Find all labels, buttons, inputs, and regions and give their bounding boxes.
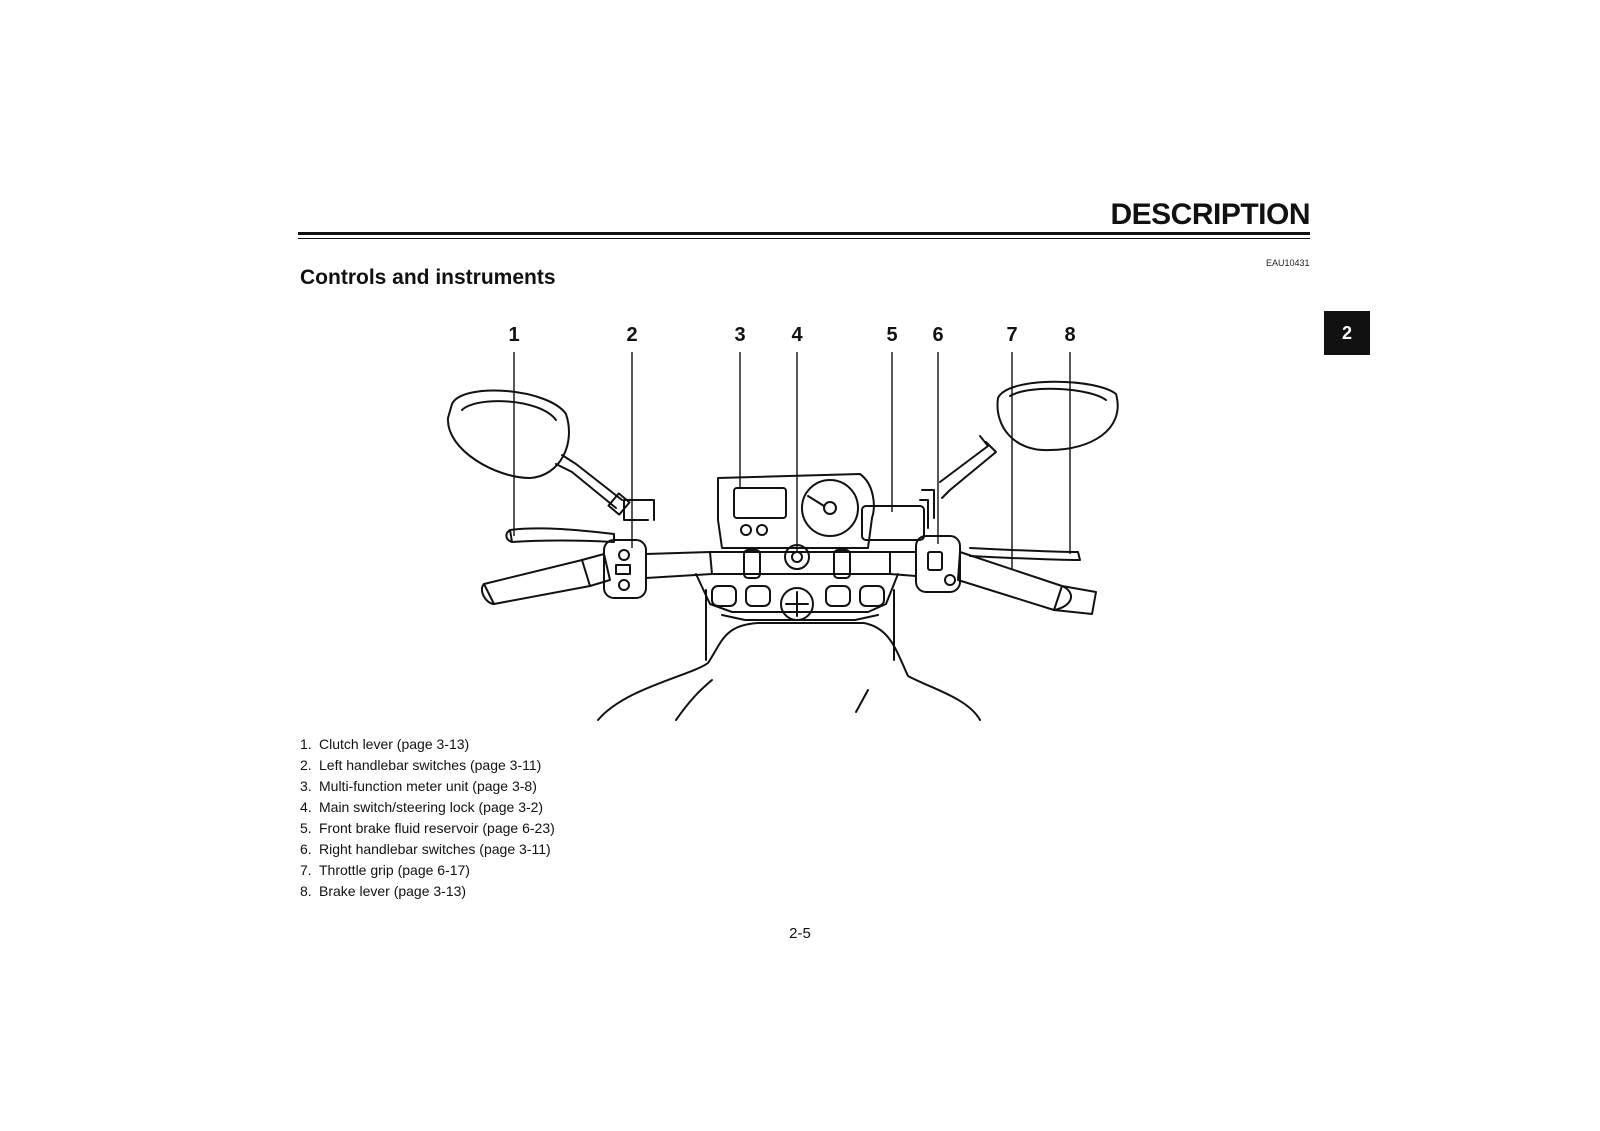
callout-number-7: 7: [1006, 324, 1017, 346]
callout-number-4: 4: [791, 324, 803, 346]
brake-fluid-reservoir: [861, 489, 935, 541]
legend-index: 5.: [300, 820, 312, 836]
legend-text: Clutch lever (page 3-13): [319, 736, 470, 752]
legend-index: 1.: [300, 736, 312, 752]
legend-text: Left handlebar switches (page 3-11): [319, 757, 542, 773]
legend-index: 3.: [300, 778, 312, 794]
legend-text: Main switch/steering lock (page 3-2): [319, 799, 544, 815]
legend-item: 6. Right handlebar switches (page 3-11): [300, 839, 555, 860]
page-number: 2-5: [789, 925, 811, 942]
legend-item: 5. Front brake fluid reservoir (page 6-23…: [300, 818, 555, 839]
legend-item: 1. Clutch lever (page 3-13): [300, 734, 555, 755]
subsection-title: Controls and instruments: [300, 266, 556, 289]
right-switch-housing: [915, 535, 961, 593]
meter-unit: [717, 473, 875, 549]
section-title: DESCRIPTION: [1110, 198, 1310, 231]
legend-text: Brake lever (page 3-13): [319, 883, 467, 899]
legend-item: 7. Throttle grip (page 6-17): [300, 860, 555, 881]
legend-item: 3. Multi-function meter unit (page 3-8): [300, 776, 555, 797]
legend-text: Multi-function meter unit (page 3-8): [319, 778, 537, 794]
legend-text: Front brake fluid reservoir (page 6-23): [319, 820, 555, 836]
clutch-lever: [505, 527, 615, 543]
callout-number-6: 6: [932, 324, 943, 346]
right-grip: [957, 551, 1097, 615]
legend-index: 4.: [300, 799, 312, 815]
chapter-tab[interactable]: 2: [1324, 311, 1370, 355]
legend-index: 8.: [300, 883, 312, 899]
header-rule-thin: [298, 238, 1310, 239]
legend-item: 8. Brake lever (page 3-13): [300, 881, 555, 902]
legend-item: 2. Left handlebar switches (page 3-11): [300, 755, 555, 776]
brake-lever: [969, 547, 1081, 561]
callout-leaders: [513, 352, 1071, 570]
header-rule-thick: [298, 232, 1310, 235]
legend-text: Right handlebar switches (page 3-11): [319, 841, 551, 857]
triple-clamp: [695, 544, 899, 621]
legend-index: 2.: [300, 757, 312, 773]
left-grip: [480, 553, 611, 605]
callout-number-1: 1: [508, 324, 519, 346]
document-code: EAU10431: [1266, 258, 1310, 268]
callout-numbers: 1 2 3 4 5 6 7 8: [508, 324, 1075, 346]
legend-list: 1. Clutch lever (page 3-13) 2. Left handle…: [300, 734, 555, 902]
callout-number-5: 5: [886, 324, 897, 346]
legend-text: Throttle grip (page 6-17): [319, 862, 470, 878]
callout-number-3: 3: [734, 324, 745, 346]
callout-number-2: 2: [626, 324, 637, 346]
right-mirror: [939, 380, 1119, 499]
page-header: DESCRIPTION: [298, 198, 1310, 244]
legend-index: 7.: [300, 862, 312, 878]
left-switch-housing: [603, 539, 647, 599]
left-mirror: [446, 389, 631, 516]
callout-number-8: 8: [1064, 324, 1075, 346]
fuel-tank-outline: [597, 589, 981, 721]
legend-item: 4. Main switch/steering lock (page 3-2): [300, 797, 555, 818]
legend-index: 6.: [300, 841, 312, 857]
